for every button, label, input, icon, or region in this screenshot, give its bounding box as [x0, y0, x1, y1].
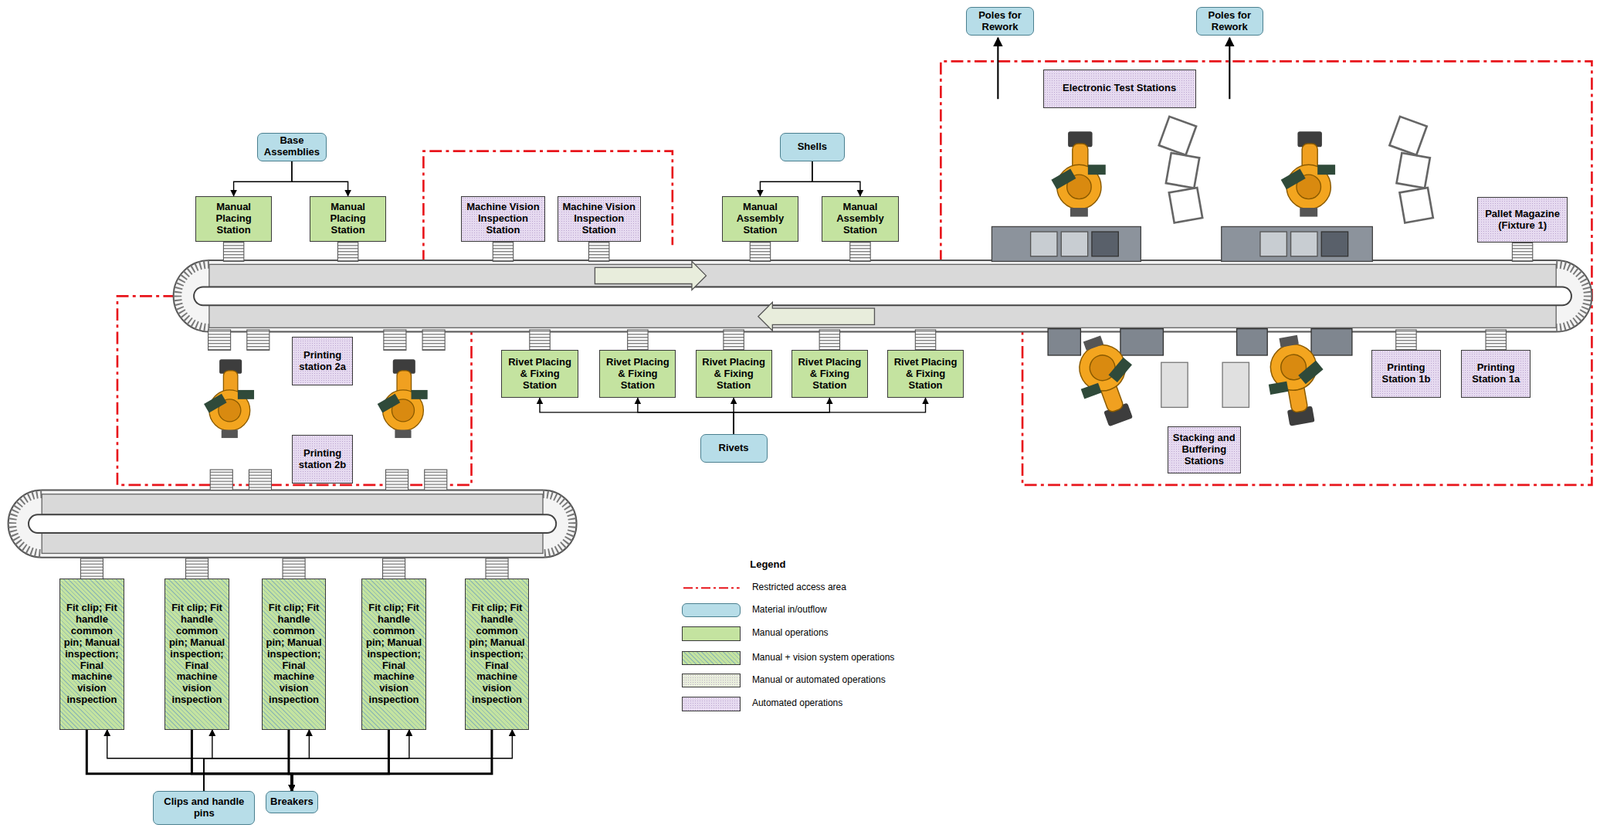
vision-station: Fit clip; Fit handle common pin; Manual … [59, 578, 124, 730]
manual-station: Rivet Placing & Fixing Station [501, 349, 578, 398]
flow-connector [203, 729, 309, 791]
node-label: Printing Station 1b [1374, 362, 1438, 386]
legend-swatch [681, 626, 742, 641]
legend-swatch [681, 650, 742, 666]
manual-station: Manual Placing Station [309, 196, 387, 242]
manual-station: Rivet Placing & Fixing Station [791, 349, 868, 398]
flow-connector [203, 729, 512, 791]
material-box: Rivets [700, 433, 768, 463]
flow-connector [539, 397, 734, 434]
node-label: Rivet Placing & Fixing Station [698, 356, 770, 392]
flow-connector [291, 161, 349, 197]
flow-connector [759, 161, 812, 197]
tray-rack [1159, 116, 1434, 224]
legend-text: Restricted access area [752, 581, 847, 593]
flow-connector [203, 729, 213, 791]
manual-station: Manual Placing Station [195, 196, 272, 242]
automated-station: Machine Vision Inspection Station [557, 196, 641, 242]
material-box: Poles for Rework [1196, 6, 1264, 36]
material-box: Poles for Rework [966, 6, 1034, 36]
node-label: Fit clip; Fit handle common pin; Manual … [364, 602, 423, 706]
node-label: Machine Vision Inspection Station [560, 201, 638, 237]
automated-station: Printing station 2b [291, 434, 353, 484]
node-label: Manual Placing Station [198, 201, 269, 237]
flow-connector [107, 729, 205, 791]
node-label: Shells [783, 141, 843, 153]
node-label: Rivet Placing & Fixing Station [794, 356, 865, 392]
manual-station: Manual Assembly Station [722, 196, 799, 242]
node-label: Electronic Test Stations [1046, 82, 1194, 95]
node-label: Printing station 2a [294, 349, 350, 373]
legend-text: Material in/outflow [752, 603, 828, 615]
node-label: Breakers [268, 796, 316, 808]
node-label: Printing Station 1a [1464, 362, 1528, 386]
flow-connector [637, 397, 734, 434]
node-label: Stacking and Buffering Stations [1170, 432, 1238, 468]
node-label: Printing station 2b [294, 447, 350, 472]
automated-station: Pallet Magazine (Fixture 1) [1477, 196, 1567, 243]
manual-station: Manual Assembly Station [821, 196, 899, 242]
legend-text: Automated operations [752, 697, 843, 709]
flow-connector [233, 161, 292, 197]
node-label: Fit clip; Fit handle common pin; Manual … [467, 602, 526, 706]
material-box: Shells [779, 132, 846, 162]
vision-station: Fit clip; Fit handle common pin; Manual … [361, 578, 426, 730]
node-label: Poles for Rework [969, 10, 1031, 34]
node-label: Base Assemblies [260, 135, 324, 159]
automated-station: Stacking and Buffering Stations [1167, 426, 1241, 474]
automated-station: Machine Vision Inspection Station [461, 196, 545, 242]
material-box: Breakers [265, 790, 319, 814]
legend-text: Manual + vision system operations [752, 651, 895, 663]
flow-connector [733, 397, 830, 434]
flow-connector [86, 729, 292, 791]
legend-swatch [681, 603, 742, 618]
automated-station: Printing Station 1b [1371, 349, 1441, 398]
vision-station: Fit clip; Fit handle common pin; Manual … [164, 578, 229, 730]
flow-connector [203, 729, 410, 791]
legend-title: Legend [749, 558, 786, 570]
legend-line-sample [681, 580, 742, 596]
test-fixture [991, 226, 1373, 262]
vision-station: Fit clip; Fit handle common pin; Manual … [261, 578, 326, 730]
node-label: Machine Vision Inspection Station [464, 201, 542, 237]
manual-station: Rivet Placing & Fixing Station [695, 349, 773, 398]
automated-station: Electronic Test Stations [1043, 69, 1197, 109]
restricted-area-outline [117, 61, 1592, 485]
node-label: Manual Assembly Station [725, 201, 796, 237]
manual-station: Rivet Placing & Fixing Station [887, 349, 964, 398]
flow-connector [191, 729, 292, 791]
node-label: Fit clip; Fit handle common pin; Manual … [62, 602, 121, 706]
node-label: Rivet Placing & Fixing Station [504, 356, 575, 392]
legend-text: Manual operations [752, 627, 829, 638]
station-transfer [80, 241, 1533, 579]
node-label: Clips and handle pins [155, 796, 252, 820]
legend-swatch [681, 673, 742, 689]
material-box: Base Assemblies [257, 132, 327, 162]
manual-station: Rivet Placing & Fixing Station [599, 349, 676, 398]
vision-station: Fit clip; Fit handle common pin; Manual … [464, 578, 529, 730]
flow-connector [812, 161, 861, 197]
main-conveyor [173, 260, 1593, 333]
node-label: Manual Assembly Station [824, 201, 895, 237]
lower-conveyor [8, 489, 577, 557]
node-label: Fit clip; Fit handle common pin; Manual … [167, 602, 226, 706]
flow-connector [291, 729, 390, 791]
legend-text: Manual or automated operations [752, 674, 886, 685]
node-label: Rivets [703, 442, 765, 455]
automated-station: Printing Station 1a [1461, 349, 1531, 398]
material-box: Clips and handle pins [152, 790, 255, 825]
node-label: Rivet Placing & Fixing Station [890, 356, 961, 392]
automated-station: Printing station 2a [291, 336, 353, 386]
robot [203, 131, 1336, 438]
node-label: Poles for Rework [1199, 10, 1261, 34]
flow-connector [733, 397, 926, 434]
legend-swatch [681, 696, 742, 712]
node-label: Pallet Magazine (Fixture 1) [1480, 208, 1564, 232]
node-label: Manual Placing Station [312, 201, 384, 237]
node-label: Rivet Placing & Fixing Station [602, 356, 673, 392]
flow-connector [291, 729, 492, 791]
node-label: Fit clip; Fit handle common pin; Manual … [264, 602, 323, 706]
